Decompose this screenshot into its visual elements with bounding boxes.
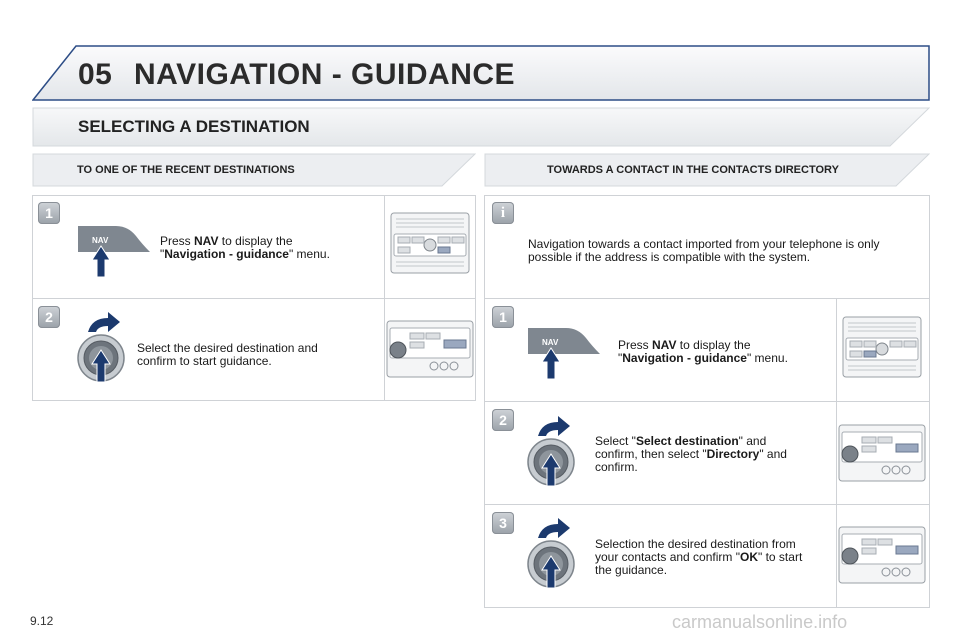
radio-unit-illustration: [838, 526, 926, 589]
step-instruction: Select "Select destination" and confirm,…: [595, 435, 787, 474]
text: NAV: [194, 234, 219, 248]
step-number-badge: 2: [38, 306, 60, 328]
rotary-knob-icon: [74, 310, 130, 390]
divider: [484, 298, 930, 299]
text: Press: [160, 234, 195, 248]
divider: [484, 401, 930, 402]
text: NAV: [652, 338, 677, 352]
nav-button-label: NAV: [92, 236, 109, 245]
text: confirm to start guidance.: [137, 354, 272, 368]
text: " to start: [758, 550, 803, 564]
text: Navigation - guidance: [164, 247, 289, 261]
text: Select destination: [635, 434, 739, 448]
step-instruction: Selection the desired destination from y…: [595, 538, 802, 577]
text: possible if the address is compatible wi…: [528, 250, 811, 264]
radio-unit-illustration: [386, 320, 474, 383]
text: your contacts and confirm ": [595, 550, 740, 564]
left-column-header-bar: [32, 153, 477, 187]
text: Navigation - guidance: [622, 351, 747, 365]
step-number-badge: 3: [492, 512, 514, 534]
text: confirm.: [595, 460, 638, 474]
divider: [836, 298, 837, 608]
nav-button-label: NAV: [542, 338, 559, 347]
step-instruction: Select the desired destination and confi…: [137, 342, 318, 368]
page-title: NAVIGATION - GUIDANCE: [134, 58, 516, 91]
text: Directory: [706, 447, 760, 461]
text: Navigation towards a contact imported fr…: [528, 237, 880, 251]
step-instruction: Press NAV to display the "Navigation - g…: [160, 235, 330, 261]
divider: [32, 298, 476, 299]
text: ": [618, 351, 623, 365]
radio-unit-illustration: [838, 424, 926, 487]
right-column-header-bar: [484, 153, 931, 187]
left-column-heading: TO ONE OF THE RECENT DESTINATIONS: [77, 164, 295, 176]
info-icon: i: [492, 202, 514, 224]
control-panel-illustration: [390, 212, 470, 279]
divider: [484, 504, 930, 505]
text: " menu.: [288, 247, 330, 261]
rotary-knob-icon: [524, 414, 580, 494]
control-panel-illustration: [842, 316, 922, 383]
text: " menu.: [746, 351, 788, 365]
nav-button-icon: NAV: [526, 324, 606, 385]
watermark: carmanualsonline.info: [672, 612, 848, 632]
nav-button-icon: NAV: [76, 222, 156, 283]
text: " and: [738, 434, 767, 448]
text: ": [160, 247, 165, 261]
chapter-header-bar: [32, 45, 930, 101]
text: to display the: [218, 234, 293, 248]
text: to display the: [676, 338, 751, 352]
section-title: SELECTING A DESTINATION: [78, 117, 310, 136]
text: Selection the desired destination from: [595, 537, 796, 551]
chapter-number: 05: [78, 58, 113, 91]
text: the guidance.: [595, 563, 668, 577]
step-number-badge: 1: [492, 306, 514, 328]
rotary-knob-icon: [524, 516, 580, 596]
text: OK: [740, 550, 758, 564]
text: Press: [618, 338, 653, 352]
text: Select the desired destination and: [137, 341, 318, 355]
section-bar: [32, 107, 931, 147]
step-instruction: Press NAV to display the "Navigation - g…: [618, 339, 788, 365]
page-number: 9.12: [30, 614, 54, 628]
text: confirm, then select ": [595, 447, 707, 461]
step-number-badge: 2: [492, 409, 514, 431]
text: Select ": [595, 434, 636, 448]
text: " and: [759, 447, 787, 461]
divider: [384, 195, 385, 401]
right-column-heading: TOWARDS A CONTACT IN THE CONTACTS DIRECT…: [547, 164, 839, 176]
step-number-badge: 1: [38, 202, 60, 224]
info-note: Navigation towards a contact imported fr…: [528, 238, 880, 264]
